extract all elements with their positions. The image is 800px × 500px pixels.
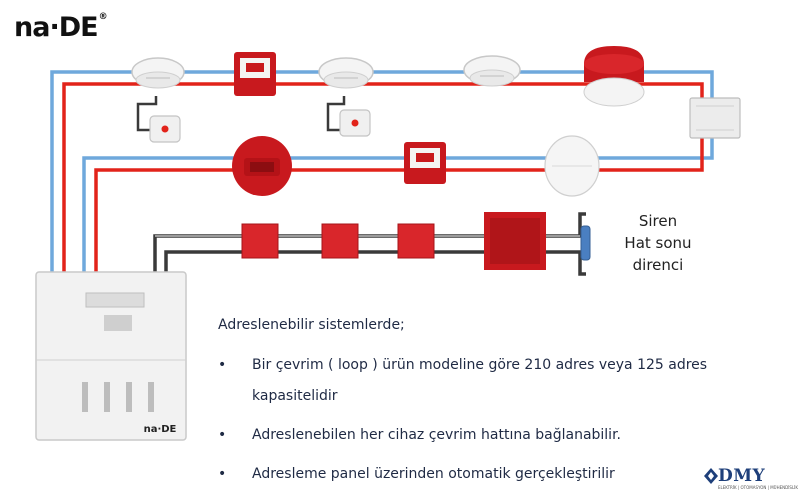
- siren-eol-label: Siren Hat sonu direnci: [608, 210, 708, 276]
- dmy-tagline: ELEKTRİK | OTOMASYON | MÜHENDİSLİK: [718, 485, 798, 490]
- outer-loop-red-wire: [62, 82, 704, 272]
- manual-call-point-1: [234, 52, 276, 96]
- siren-label-line-1: Siren: [638, 212, 678, 230]
- inner-loop-wiring: [82, 134, 714, 272]
- smoke-detector-2: [318, 57, 374, 89]
- description-block: Adreslenebilir sistemlerde; Bir çevrim (…: [218, 317, 738, 490]
- dmy-logo: DMY ELEKTRİK | OTOMASYON | MÜHENDİSLİK: [704, 466, 798, 490]
- siren-label-line-2: Hat sonu: [624, 234, 692, 252]
- siren-beacon: [583, 46, 645, 107]
- bullet-any-device: Adreslenebilen her cihaz çevrim hattına …: [218, 420, 738, 451]
- siren-label-line-3: direnci: [632, 256, 684, 274]
- wall-sounder: [232, 136, 292, 196]
- dmy-logo-text: DMY: [718, 466, 766, 486]
- remote-indicator-1: [149, 115, 181, 143]
- bullet-loop-capacity: Bir çevrim ( loop ) ürün modeline göre 2…: [218, 350, 738, 412]
- conventional-module-1: [241, 223, 279, 259]
- inner-loop-red-wire: [94, 134, 704, 272]
- panel-brand-badge: na·DE: [144, 424, 177, 435]
- inner-loop-blue-wire: [82, 134, 714, 272]
- conventional-siren-panel: [484, 212, 546, 270]
- siren-line-wire-bottom: [164, 250, 586, 276]
- wall-sounder-beacon: [544, 135, 600, 197]
- outer-loop-wiring: [50, 70, 714, 272]
- end-of-line-resistor: [580, 225, 591, 261]
- conventional-module-2: [321, 223, 359, 259]
- smoke-detector-3: [463, 55, 521, 87]
- outer-loop-blue-wire: [50, 70, 714, 272]
- conventional-module-3: [397, 223, 435, 259]
- registered-mark: ®: [98, 12, 108, 22]
- bullet-auto-addressing: Adresleme panel üzerinden otomatik gerçe…: [218, 459, 738, 490]
- fire-alarm-control-panel: na·DE: [35, 271, 187, 441]
- detector-drop-wires: [136, 96, 346, 132]
- loop-isolator-module: [689, 97, 741, 139]
- description-intro: Adreslenebilir sistemlerde;: [218, 317, 405, 333]
- drop-wire-1: [136, 96, 158, 132]
- dmy-diamond-icon: [704, 468, 718, 484]
- nade-logo: na·DE®: [14, 12, 108, 43]
- drop-wire-2: [326, 96, 346, 132]
- remote-indicator-2: [339, 109, 371, 137]
- smoke-detector-1: [131, 57, 185, 89]
- manual-call-point-2: [404, 142, 446, 184]
- nade-logo-text: na·DE: [14, 12, 99, 43]
